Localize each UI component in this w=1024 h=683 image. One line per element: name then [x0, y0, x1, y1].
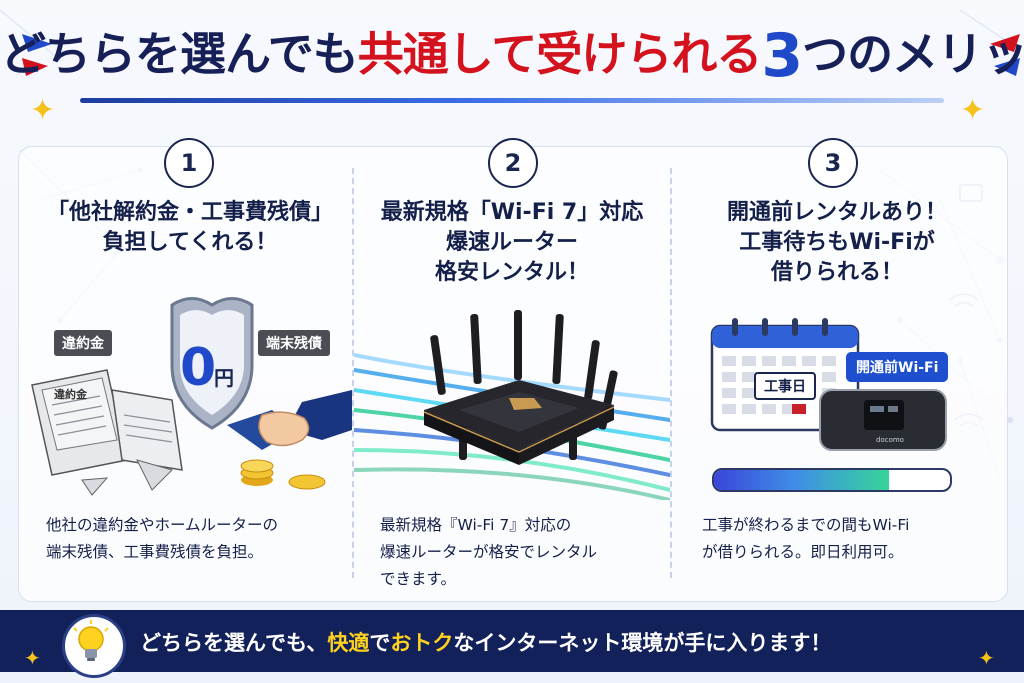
- device-brand: docomo: [876, 436, 904, 444]
- page-title: どちらを選んでも共通して受けられる3つのメリット: [0, 18, 1024, 91]
- sparkle-icon: ✦: [24, 646, 41, 670]
- benefit-heading: 開通前レンタルあり！ 工事待ちもWi-Fiが 借りられる！: [672, 198, 1002, 288]
- left-accent-flag: [22, 34, 52, 76]
- desc-line: できます。: [380, 570, 456, 588]
- desc-line: 端末残債、工事費残債を負担。: [46, 543, 264, 561]
- desc-line: 工事が終わるまでの間もWi-Fi: [702, 516, 910, 534]
- benefit-number: 1: [164, 138, 214, 188]
- banner-text-part: どちらを選んでも、: [140, 631, 328, 655]
- banner-highlight: 快適: [327, 631, 370, 655]
- heading-line: 「他社解約金・工事費残債」: [46, 200, 333, 225]
- lightbulb-icon: [62, 614, 126, 678]
- banner-message: どちらを選んでも、快適でおトクなインターネット環境が手に入ります！: [140, 627, 831, 657]
- benefit-description: 工事が終わるまでの間もWi-Fi が借りられる。即日利用可。: [702, 512, 909, 566]
- benefit-heading: 最新規格「Wi-Fi 7」対応 爆速ルーター 格安レンタル！: [354, 198, 670, 288]
- column-divider: [352, 168, 354, 578]
- heading-line: 工事待ちもWi-Fiが: [739, 230, 935, 255]
- heading-line: 格安レンタル！: [434, 260, 589, 285]
- title-part-3: 3: [761, 21, 803, 91]
- badge-unit: 円: [214, 366, 234, 390]
- progress-fill: [714, 470, 889, 490]
- sparkle-icon: ✦: [978, 646, 995, 670]
- badge-value: 0: [180, 338, 216, 398]
- progress-bar: [712, 468, 952, 492]
- heading-line: 開通前レンタルあり！: [726, 200, 947, 225]
- pre-activation-wifi-label: 開通前Wi-Fi: [846, 352, 949, 382]
- torn-contract-icon: [31, 369, 183, 496]
- desc-line: 爆速ルーターが格安でレンタル: [380, 543, 598, 561]
- benefit-description: 最新規格『Wi-Fi 7』対応の 爆速ルーターが格安でレンタル できます。: [380, 512, 597, 593]
- heading-line: 爆速ルーター: [445, 230, 578, 255]
- pocket-wifi-icon: docomo: [819, 389, 947, 451]
- benefit-1-illustration: 違約金 0 円: [31, 297, 352, 496]
- desc-line: 最新規格『Wi-Fi 7』対応の: [380, 516, 572, 534]
- tag-device-balance: 端末残債: [258, 330, 330, 356]
- shield-icon: [170, 297, 254, 430]
- desc-line: 他社の違約金やホームルーターの: [46, 516, 279, 534]
- benefit-number: 3: [808, 138, 858, 188]
- contract-word: 違約金: [54, 387, 88, 401]
- banner-highlight: おトク: [390, 631, 454, 655]
- title-part-2: 共通して受けられる: [357, 27, 763, 81]
- tag-penalty: 違約金: [54, 330, 112, 356]
- construction-day-label: 工事日: [754, 372, 816, 400]
- desc-line: が借りられる。即日利用可。: [702, 543, 904, 561]
- column-divider: [670, 168, 672, 578]
- title-underline: [80, 98, 944, 103]
- heading-line: 借りられる！: [770, 260, 903, 285]
- heading-line: 最新規格「Wi-Fi 7」対応: [380, 200, 644, 225]
- benefit-2-illustration: [354, 310, 670, 500]
- bottom-banner: [0, 610, 1024, 672]
- right-accent-flag: [990, 34, 1020, 76]
- benefit-number: 2: [488, 138, 538, 188]
- coins-icon: [240, 459, 326, 490]
- router-icon: [423, 310, 618, 465]
- title-part-1: どちらを選んでも: [0, 27, 359, 81]
- benefit-heading: 「他社解約金・工事費残債」 負担してくれる！: [30, 198, 350, 258]
- heading-line: 負担してくれる！: [102, 230, 278, 255]
- banner-text-part: で: [369, 631, 391, 655]
- sparkle-icon: ✦: [960, 93, 986, 128]
- benefit-description: 他社の違約金やホームルーターの 端末残債、工事費残債を負担。: [46, 512, 278, 566]
- sparkle-icon: ✦: [30, 93, 56, 128]
- banner-text-part: なインターネット環境が手に入ります！: [453, 631, 832, 655]
- title-part-4: つのメリット: [802, 27, 1024, 81]
- handshake-icon: [227, 390, 352, 450]
